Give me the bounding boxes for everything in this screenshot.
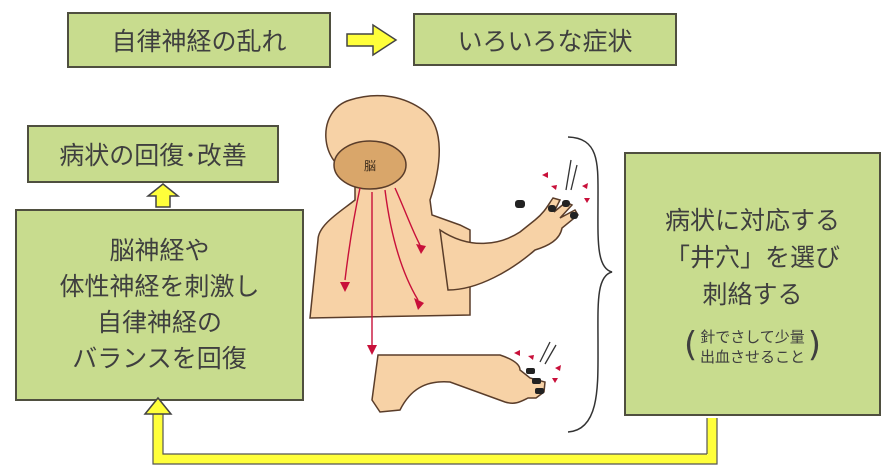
imbalance-box: 自律神経の乱れ (67, 12, 331, 68)
treatment-note: ( 針でさして少量 出血させること ) (683, 324, 821, 367)
nerve-lines (344, 187, 421, 345)
mechanism-line-1: 脳神経や (109, 236, 210, 265)
brace (567, 136, 613, 433)
human-figure-icon (309, 94, 579, 413)
recovery-label: 病状の回復･改善 (59, 141, 247, 170)
blood-drops (514, 172, 590, 383)
fingertip-marks (515, 200, 578, 394)
imbalance-label: 自律神経の乱れ (111, 27, 287, 56)
loop-arrow-icon (143, 396, 718, 465)
nerve-arrowheads (340, 244, 426, 355)
arrow-right-icon (346, 23, 398, 57)
symptoms-box: いろいろな症状 (413, 13, 677, 66)
note-open-paren: ( (683, 324, 698, 365)
treatment-line-3: 刺絡する (702, 279, 803, 309)
symptoms-label: いろいろな症状 (457, 26, 633, 56)
mechanism-line-4: バランスを回復 (72, 344, 247, 373)
mechanism-box: 脳神経や 体性神経を刺激し 自律神経の バランスを回復 (15, 209, 304, 401)
brain-label: 脳 (364, 159, 376, 173)
mechanism-line-2: 体性神経を刺激し (59, 272, 260, 301)
note-line-2: 出血させること (699, 347, 805, 366)
mechanism-line-3: 自律神経の (96, 308, 222, 337)
recovery-box: 病状の回復･改善 (27, 125, 279, 183)
treatment-line-1: 病状に対応する (664, 205, 840, 235)
arrow-up-icon (145, 183, 181, 208)
needle-icon (539, 159, 578, 365)
note-line-1: 針でさして少量 (700, 327, 805, 346)
note-close-paren: ) (807, 324, 821, 365)
brain-icon: 脳 (333, 140, 407, 190)
treatment-line-2: 「井穴」を選び (664, 242, 840, 272)
treatment-box: 病状に対応する 「井穴」を選び 刺絡する ( 針でさして少量 出血させること ) (624, 152, 881, 416)
